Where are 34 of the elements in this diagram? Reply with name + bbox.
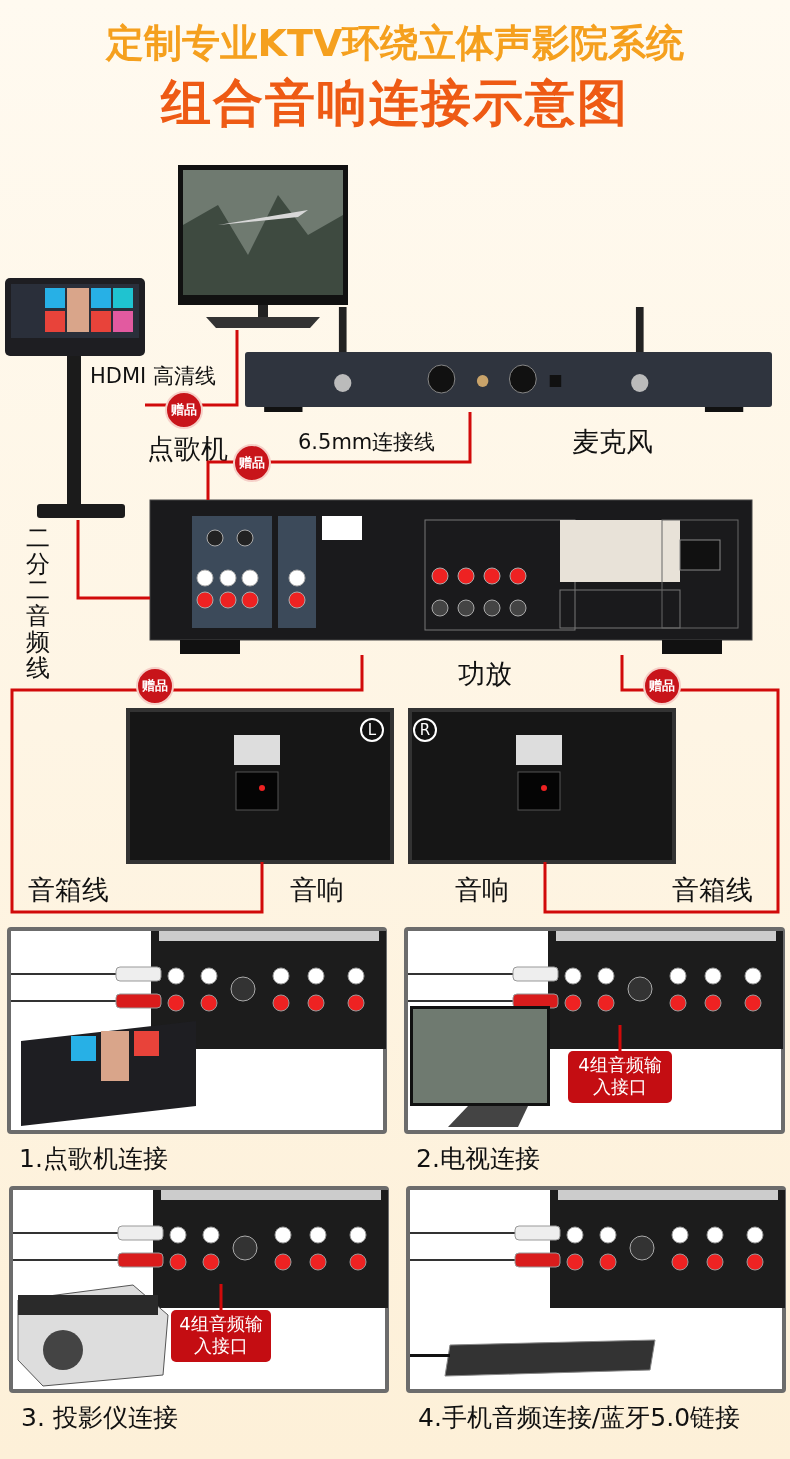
cable-line: [76, 520, 150, 600]
speaker-drawing: [410, 710, 674, 862]
cable-line: [10, 655, 364, 914]
tv-drawing: [178, 165, 348, 330]
device-label: 音响: [290, 873, 344, 907]
amplifier-drawing: [150, 500, 752, 655]
cable-line: [206, 412, 472, 500]
panel-caption: 4.手机音频连接/蓝牙5.0链接: [418, 1402, 741, 1434]
cable-line: [543, 655, 780, 914]
device-label: 音响: [455, 873, 509, 907]
panel-caption: 3. 投影仪连接: [21, 1402, 178, 1434]
device-label: 点歌机: [147, 432, 228, 466]
gift-badge: 赠品: [136, 667, 174, 705]
gift-badge: 赠品: [233, 444, 271, 482]
gift-badge: 赠品: [643, 667, 681, 705]
subtitle: 组合音响连接示意图: [159, 73, 630, 134]
callout-box: 4组音频输入接口: [568, 1051, 672, 1103]
karaoke-player-drawing: [5, 278, 145, 520]
edge-label: 音箱线: [672, 873, 753, 907]
panel-caption: 1.点歌机连接: [19, 1143, 168, 1175]
device-label: 功放: [458, 657, 512, 691]
leader-line: [618, 1025, 622, 1051]
edge-label: 6.5mm连接线: [298, 429, 436, 456]
callout-box: 4组音频输入接口: [171, 1310, 271, 1362]
speaker-drawing: [128, 710, 392, 862]
edge-label: 音箱线: [28, 873, 109, 907]
title: 定制专业KTV环绕立体声影院系统: [104, 20, 686, 67]
device-label: 麦克风: [572, 425, 653, 459]
receiver-drawing: [245, 307, 772, 412]
gift-badge: 赠品: [165, 391, 203, 429]
edge-label: HDMI 高清线: [90, 363, 216, 390]
edge-label: 二分二音频线: [26, 525, 51, 681]
leader-line: [219, 1284, 223, 1310]
panel-caption: 2.电视连接: [416, 1143, 540, 1175]
